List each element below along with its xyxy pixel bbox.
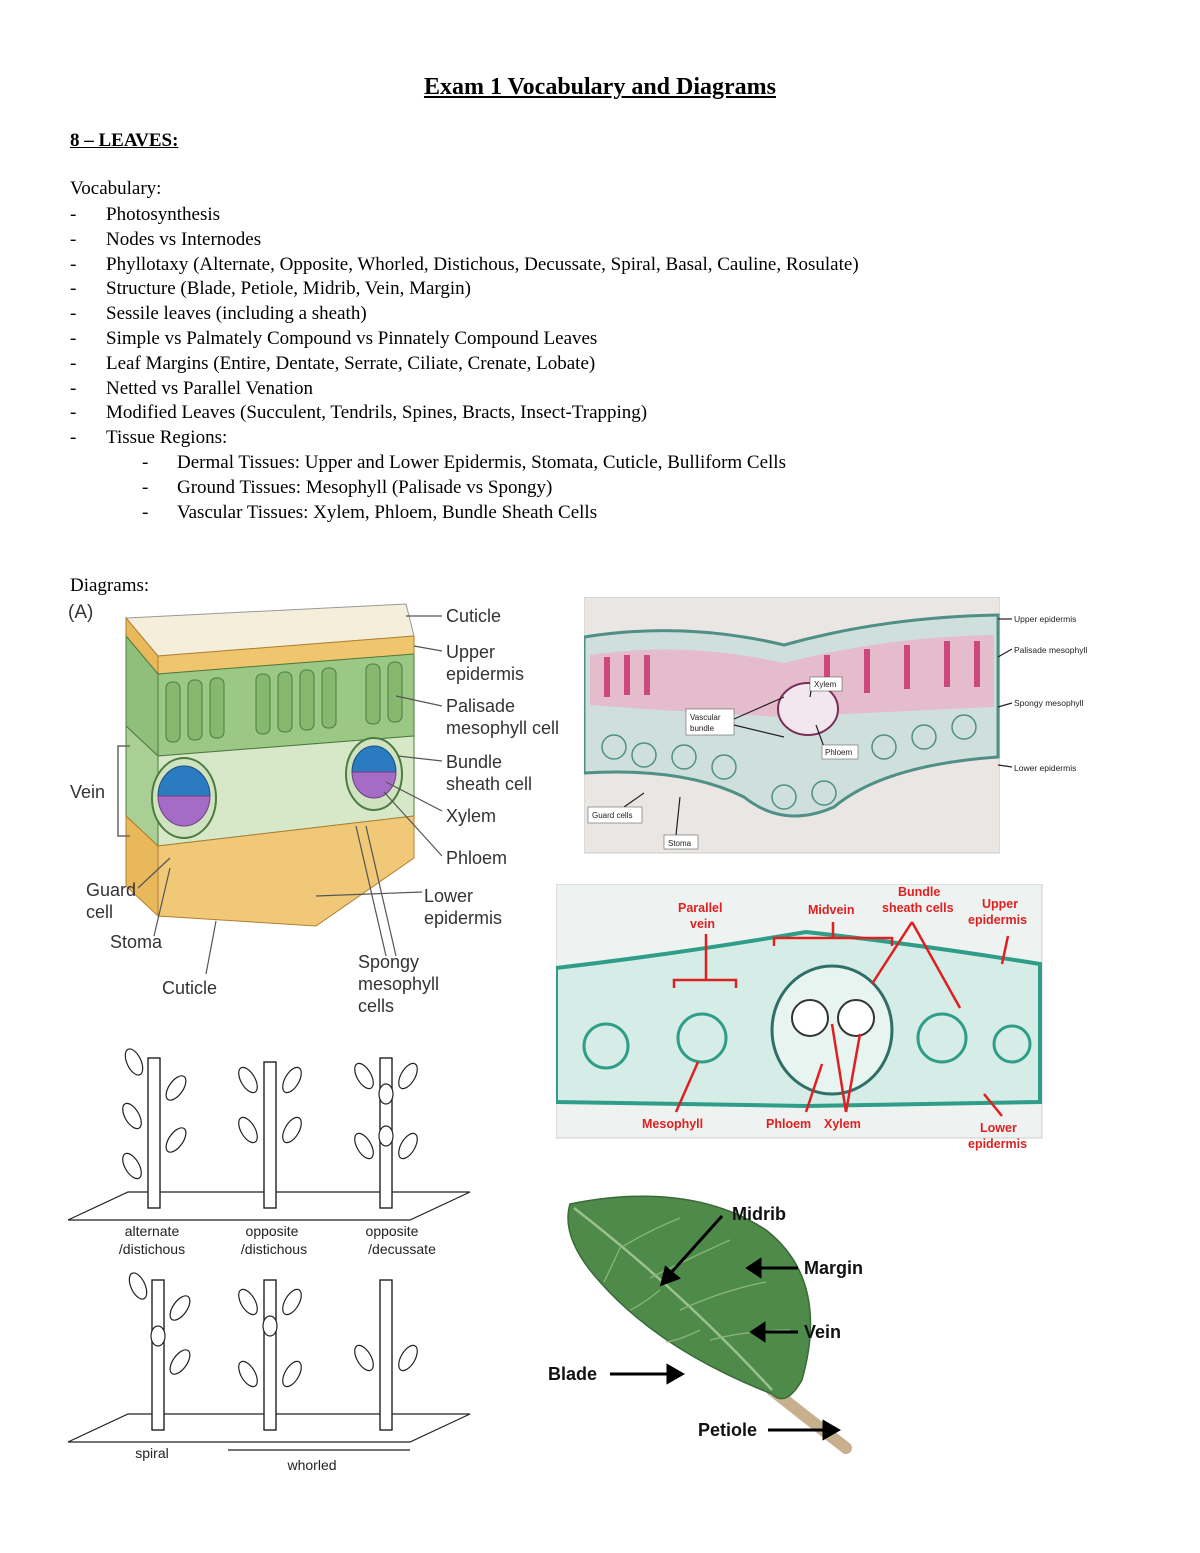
micro2-midvein: Midvein [808, 903, 855, 917]
label-guard-cell: Guard [86, 880, 136, 900]
micro2-parallel: Parallel [678, 901, 722, 915]
label-palisade: Palisade [446, 696, 515, 716]
label-whorled: whorled [286, 1457, 336, 1473]
micro1-lower-epidermis: Lower epidermis [1014, 763, 1076, 773]
micro1-xylem: Xylem [814, 680, 837, 689]
micro2-xylem: Xylem [824, 1117, 861, 1131]
label-vein: Vein [70, 782, 105, 802]
micro2-bundle-2: sheath cells [882, 901, 954, 915]
page-title: Exam 1 Vocabulary and Diagrams [423, 74, 777, 100]
vocab-item: Simple vs Palmately Compound vs Pinnatel… [70, 327, 859, 352]
leaf-cross-section-diagram: (A) [68, 602, 559, 1016]
label-spongy-3: cells [358, 996, 394, 1016]
micro1-vascular: Vascular [690, 713, 721, 722]
vocab-item: Leaf Margins (Entire, Dentate, Serrate, … [70, 352, 859, 377]
label-spongy: Spongy [358, 952, 419, 972]
micro1-phloem: Phloem [825, 748, 852, 757]
label-xylem: Xylem [446, 806, 496, 826]
micro1-guard-cells: Guard cells [592, 811, 632, 820]
panel-letter: (A) [68, 602, 93, 623]
vocabulary-list: Photosynthesis Nodes vs Internodes Phyll… [70, 203, 859, 525]
label-cuticle-bottom: Cuticle [162, 978, 217, 998]
label-blade: Blade [548, 1364, 597, 1384]
label-upper-epidermis: Upper [446, 642, 495, 662]
label-spiral: spiral [135, 1445, 168, 1461]
label-lower-epidermis: Lower [424, 886, 473, 906]
label-opposite-distichous-2: /distichous [241, 1241, 307, 1257]
label-bundle-sheath: Bundle [446, 752, 502, 772]
vocab-item: Phyllotaxy (Alternate, Opposite, Whorled… [70, 253, 859, 278]
micro2-bundle: Bundle [898, 885, 940, 899]
label-opposite-distichous: opposite [246, 1223, 299, 1239]
vocab-item: Modified Leaves (Succulent, Tendrils, Sp… [70, 401, 859, 426]
label-opposite-decussate-2: /decussate [368, 1241, 436, 1257]
label-midrib: Midrib [732, 1204, 786, 1224]
micro2-upper: Upper [982, 897, 1018, 911]
label-palisade-2: mesophyll cell [446, 718, 559, 738]
label-bundle-sheath-2: sheath cell [446, 774, 532, 794]
micro1-palisade: Palisade mesophyll [1014, 645, 1087, 655]
micro2-lower-2: epidermis [968, 1137, 1027, 1151]
leaf-micrograph-monocot: Parallel vein Midvein Bundle sheath cell… [556, 884, 1043, 1151]
label-alternate-2: /distichous [119, 1241, 185, 1257]
micro1-vascular-2: bundle [690, 724, 715, 733]
section-heading: 8 – LEAVES: [70, 130, 179, 151]
label-stoma: Stoma [110, 932, 163, 952]
micro2-upper-2: epidermis [968, 913, 1027, 927]
vocab-sub-item: Ground Tissues: Mesophyll (Palisade vs S… [70, 476, 859, 501]
label-lower-epidermis-2: epidermis [424, 908, 502, 928]
micro2-phloem: Phloem [766, 1117, 811, 1131]
label-cuticle: Cuticle [446, 606, 501, 626]
vocab-item: Tissue Regions: [70, 426, 859, 451]
vocabulary-label: Vocabulary: [70, 178, 162, 199]
leaf-micrograph-dicot: Upper epidermis Palisade mesophyll Spong… [584, 597, 1108, 882]
label-spongy-2: mesophyll [358, 974, 439, 994]
vocab-item: Nodes vs Internodes [70, 228, 859, 253]
vocab-sub-item: Dermal Tissues: Upper and Lower Epidermi… [70, 451, 859, 476]
micro2-lower: Lower [980, 1121, 1017, 1135]
label-guard-cell-2: cell [86, 902, 113, 922]
label-opposite-decussate: opposite [366, 1223, 419, 1239]
label-petiole: Petiole [698, 1420, 757, 1440]
leaf-structure-diagram: Midrib Margin Vein Blade Petiole [548, 1195, 863, 1454]
vocab-item: Netted vs Parallel Venation [70, 377, 859, 402]
micro1-upper-epidermis: Upper epidermis [1014, 614, 1076, 624]
label-margin: Margin [804, 1258, 863, 1278]
label-vein-leaf: Vein [804, 1322, 841, 1342]
label-upper-epidermis-2: epidermis [446, 664, 524, 684]
micro1-spongy: Spongy mesophyll [1014, 698, 1084, 708]
micro1-stoma: Stoma [668, 839, 692, 848]
label-alternate: alternate [125, 1223, 180, 1239]
label-phloem: Phloem [446, 848, 507, 868]
micro2-parallel-2: vein [690, 917, 715, 931]
vocab-item: Structure (Blade, Petiole, Midrib, Vein,… [70, 277, 859, 302]
vocab-item: Sessile leaves (including a sheath) [70, 302, 859, 327]
diagrams-label: Diagrams: [70, 575, 150, 596]
micro2-mesophyll: Mesophyll [642, 1117, 703, 1131]
vocab-item: Photosynthesis [70, 203, 859, 228]
phyllotaxy-diagram: alternate /distichous opposite /disticho… [68, 1048, 471, 1473]
vocab-sub-item: Vascular Tissues: Xylem, Phloem, Bundle … [70, 501, 859, 526]
